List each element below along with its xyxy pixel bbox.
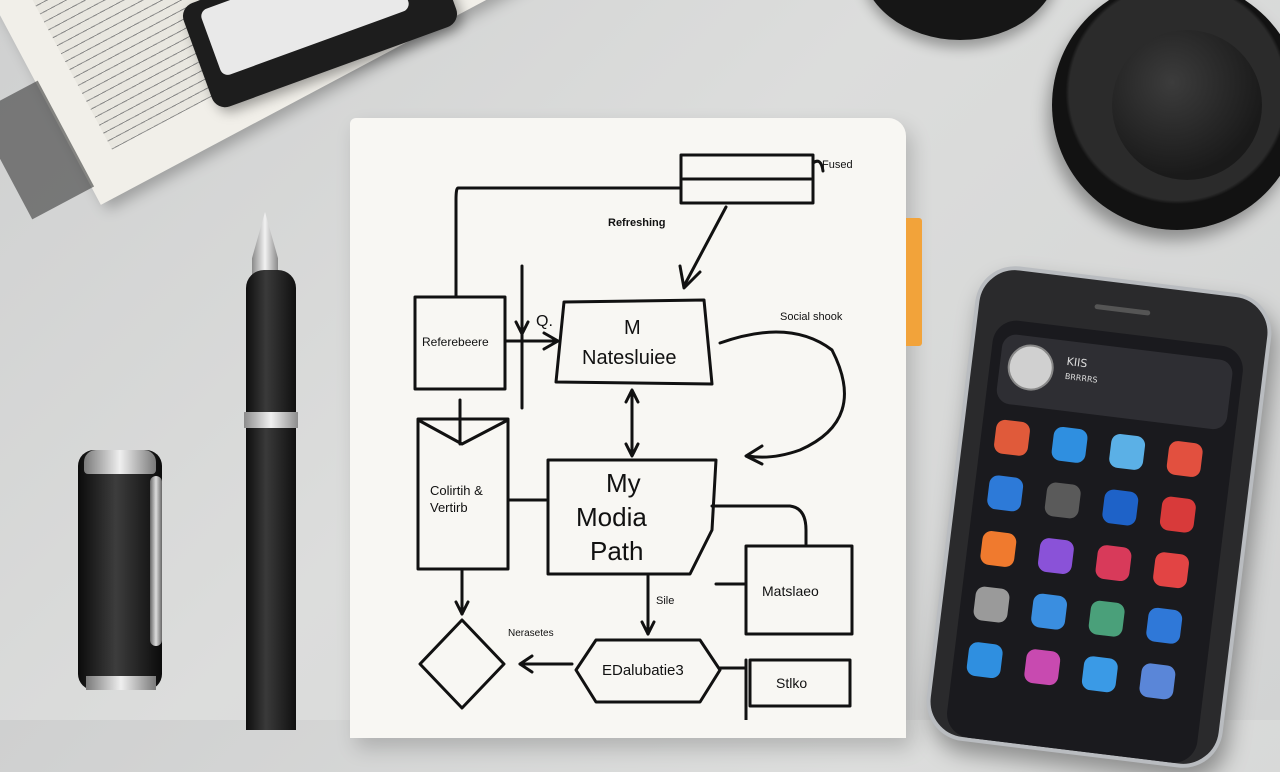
app-icon[interactable]: [1030, 592, 1069, 631]
flowchart-sketch: Fused Refreshing Referebeere Q. M Natesl…: [413, 153, 854, 720]
main-box-line2: Modia: [576, 502, 647, 532]
smartphone: KIIS BRRRRS: [921, 261, 1277, 772]
app-icon[interactable]: [1108, 432, 1147, 471]
widget-globe-icon: [1005, 341, 1057, 394]
right-box: [744, 544, 854, 636]
pen-ring: [244, 412, 298, 428]
app-icon[interactable]: [1043, 481, 1082, 520]
main-box-line3: Path: [590, 536, 644, 566]
top-box: [679, 153, 815, 205]
app-icon[interactable]: [1145, 606, 1184, 645]
headphone-cushion: [1112, 30, 1262, 180]
pen-cap-band: [86, 676, 156, 690]
center-box-top: M: [624, 317, 641, 339]
phone-widget[interactable]: KIIS BRRRRS: [995, 333, 1234, 431]
pen-cap: [78, 450, 162, 690]
app-icon[interactable]: [1080, 655, 1119, 694]
app-icon[interactable]: [972, 585, 1011, 624]
left-tall-box-line1: Colirtih &: [430, 483, 483, 498]
app-icon[interactable]: [1138, 662, 1177, 701]
phone-screen: KIIS BRRRRS: [944, 317, 1246, 766]
label-social: Social shook: [780, 311, 843, 323]
q-mark: Q.: [536, 313, 553, 330]
decision-diamond: [418, 618, 506, 710]
widget-title: KIIS: [1065, 354, 1089, 371]
app-icon[interactable]: [1023, 648, 1062, 687]
label-sile: Sile: [656, 595, 674, 607]
app-icon[interactable]: [986, 474, 1025, 513]
app-grid: [965, 418, 1226, 703]
app-icon[interactable]: [1158, 495, 1197, 534]
fountain-pen: [246, 270, 296, 730]
pen-cap-top: [84, 450, 156, 474]
main-box-line1: My: [606, 468, 641, 498]
left-box-label: Referebeere: [422, 335, 489, 349]
app-icon[interactable]: [1165, 440, 1204, 478]
bottom-oval: [574, 638, 722, 704]
notebook-bookmark-tab: [906, 218, 922, 346]
bottom-oval-label: EDalubatie3: [602, 662, 684, 679]
bottom-right-box-label: Stlko: [776, 675, 807, 691]
app-icon[interactable]: [993, 418, 1031, 457]
left-box: [413, 295, 507, 391]
widget-subtitle: BRRRRS: [1064, 371, 1099, 385]
app-icon[interactable]: [1101, 488, 1140, 527]
phone-speaker: [1094, 303, 1151, 316]
app-icon[interactable]: [1094, 544, 1133, 583]
main-box: [546, 458, 718, 576]
app-icon[interactable]: [965, 641, 1004, 680]
label-nerasetes: Nerasetes: [508, 628, 554, 639]
app-icon[interactable]: [1152, 551, 1191, 590]
app-icon[interactable]: [1036, 537, 1075, 575]
pen-clip: [150, 476, 162, 646]
bottom-right-box: [748, 658, 852, 708]
app-icon[interactable]: [1050, 425, 1089, 464]
label-fused: Fused: [822, 159, 853, 171]
left-tall-box-line2: Vertirb: [430, 500, 468, 515]
label-refreshing: Refreshing: [608, 217, 665, 229]
center-box-label: Natesluiee: [582, 347, 677, 369]
app-icon[interactable]: [1087, 599, 1126, 638]
center-box: [554, 298, 714, 386]
app-icon[interactable]: [979, 530, 1018, 568]
right-box-label: Matslaeo: [762, 583, 819, 599]
